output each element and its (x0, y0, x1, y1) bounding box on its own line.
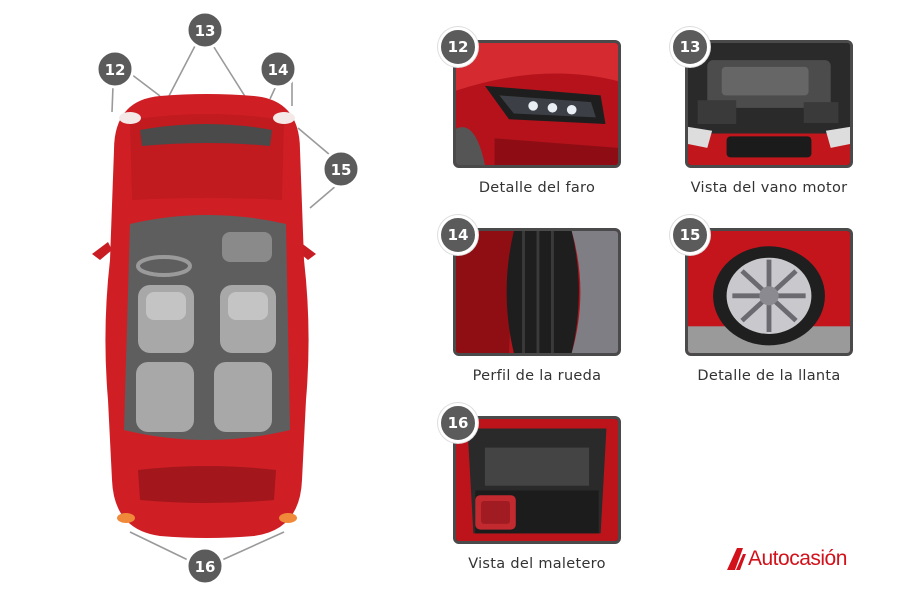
marker-13: 13 (185, 10, 225, 50)
svg-text:15: 15 (331, 161, 352, 179)
marker-12: 12 (95, 49, 135, 89)
marker-16: 16 (185, 546, 225, 586)
autocasion-logo-mark (727, 548, 746, 570)
leader-lines (111, 43, 338, 561)
headlight-photo (453, 40, 621, 168)
svg-text:16: 16 (195, 558, 216, 576)
card-caption: Vista del maletero (468, 556, 606, 572)
left-taillight (117, 513, 135, 523)
front-right-cushion (228, 292, 268, 320)
engine-bay-photo (685, 40, 853, 168)
autocasion-logo: Autocasión (725, 544, 847, 574)
card-number-badge: 12 (438, 27, 478, 67)
card-caption: Detalle de la llanta (697, 368, 841, 384)
card-caption: Detalle del faro (478, 180, 596, 196)
rear-window (138, 466, 276, 503)
card-number-badge: 14 (438, 215, 478, 255)
card-trunk-view: 16 Vista del maletero (438, 403, 621, 572)
rear-left-seat (136, 362, 194, 432)
card-wheel-rim: 15 Detalle de la llanta (670, 215, 853, 384)
marker-15: 15 (321, 149, 361, 189)
card-headlight-detail: 12 Detalle del faro (438, 27, 621, 196)
car-top-view-diagram: 12 13 14 15 16 (92, 10, 361, 586)
card-caption: Vista del vano motor (690, 180, 848, 196)
card-number-badge: 13 (670, 27, 710, 67)
card-number-badge: 15 (670, 215, 710, 255)
rear-right-seat (214, 362, 272, 432)
card-number-badge: 16 (438, 403, 478, 443)
card-caption: Perfil de la rueda (472, 368, 602, 384)
steering-wheel (136, 255, 192, 277)
right-headlight (273, 112, 295, 124)
tyre-profile-photo (453, 228, 621, 356)
right-taillight (279, 513, 297, 523)
front-left-cushion (146, 292, 186, 320)
brand-name: Autocasión (748, 547, 847, 570)
dashboard-right (222, 232, 272, 262)
wheel-rim-photo (685, 228, 853, 356)
svg-text:14: 14 (268, 61, 289, 79)
left-headlight (119, 112, 141, 124)
windshield (140, 124, 272, 146)
trunk-photo (453, 416, 621, 544)
svg-text:13: 13 (195, 22, 216, 40)
card-engine-bay: 13 Vista del vano motor (670, 27, 853, 196)
left-mirror (92, 242, 112, 260)
marker-14: 14 (258, 49, 298, 89)
card-tyre-profile: 14 Perfil de la rueda (438, 215, 621, 384)
svg-text:12: 12 (105, 61, 126, 79)
